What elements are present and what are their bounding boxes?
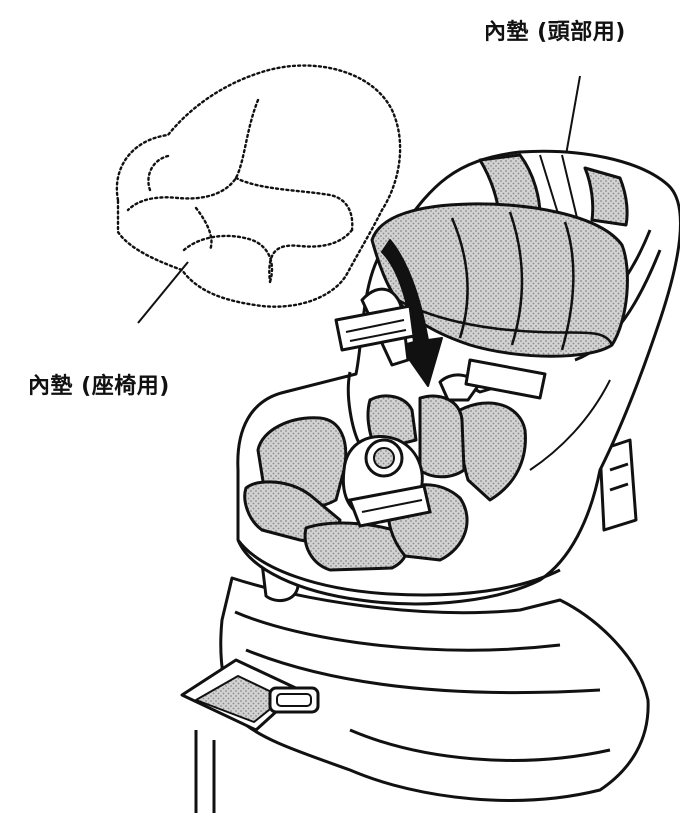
head-insert-label: 內墊 (頭部用) — [484, 14, 626, 46]
seat-insert-leader — [138, 262, 188, 323]
seat-insert-label: 內墊 (座椅用) — [28, 368, 170, 400]
seat-insert-outline — [117, 66, 400, 307]
